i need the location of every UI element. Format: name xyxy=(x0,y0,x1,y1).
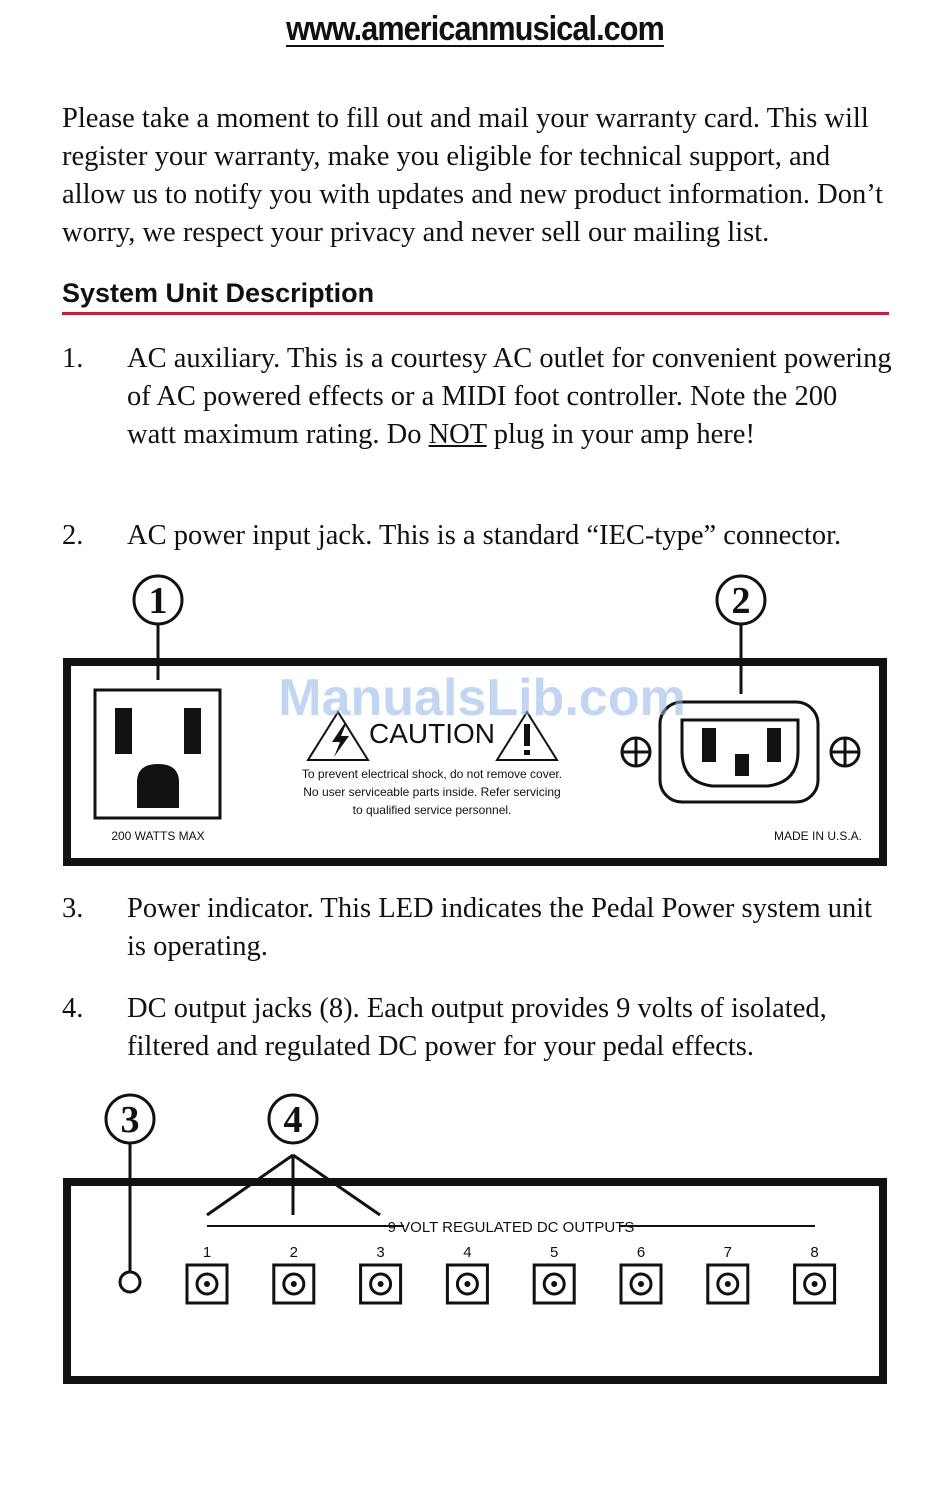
jack-number-label: 4 xyxy=(463,1244,471,1261)
jack-pin xyxy=(724,1281,731,1287)
iec-power-connector-icon xyxy=(658,700,820,804)
caution-title: CAUTION xyxy=(369,718,495,749)
callout-3: 3 xyxy=(104,1093,156,1273)
svg-text:4: 4 xyxy=(284,1099,303,1141)
ac-outlet-icon xyxy=(93,688,222,820)
caution-line-3: to qualified service personnel. xyxy=(353,803,512,817)
jack-number-label: 1 xyxy=(203,1244,211,1261)
jack-ring xyxy=(282,1272,306,1296)
jack-ring xyxy=(803,1272,827,1296)
jack-pin xyxy=(290,1281,297,1287)
item-text-before: AC auxiliary. This is a courtesy AC outl… xyxy=(127,343,892,450)
jack-ring xyxy=(629,1272,653,1296)
jack-number-label: 7 xyxy=(724,1244,732,1261)
item-number: 4. xyxy=(62,993,84,1024)
svg-text:1: 1 xyxy=(149,580,168,622)
item-text: AC auxiliary. This is a courtesy AC outl… xyxy=(127,340,892,454)
item-text-after: plug in your amp here! xyxy=(486,419,755,450)
jack-pin xyxy=(638,1281,644,1287)
list-item-1: 1. AC auxiliary. This is a courtesy AC o… xyxy=(62,340,892,454)
jack-number-label: 2 xyxy=(290,1244,298,1261)
jack-ring xyxy=(369,1272,393,1296)
section-divider xyxy=(62,312,889,315)
caution-line-1: To prevent electrical shock, do not remo… xyxy=(302,767,562,781)
dc-panel-frame xyxy=(63,1178,887,1384)
shock-warning-icon xyxy=(306,710,370,761)
jack-pin xyxy=(811,1281,818,1287)
jack-pin xyxy=(464,1281,471,1287)
jack-number-label: 5 xyxy=(550,1244,558,1261)
list-item-4: 4. DC output jacks (8). Each output prov… xyxy=(62,990,892,1066)
svg-text:2: 2 xyxy=(732,580,751,622)
svg-text:3: 3 xyxy=(121,1099,140,1141)
dc-output-jack-8: 8 xyxy=(793,1244,837,1305)
dc-output-jack-5: 5 xyxy=(532,1244,576,1305)
jack-ring xyxy=(195,1272,219,1296)
mounting-screw-left-icon xyxy=(620,736,652,768)
dc-output-jack-3: 3 xyxy=(359,1244,403,1305)
callout-2: 2 xyxy=(715,574,767,694)
jack-housing xyxy=(532,1263,576,1305)
jack-ring xyxy=(542,1272,566,1296)
callout-4: 4 xyxy=(206,1093,381,1217)
ac-panel-diagram: 1 2 200 WATTS MAX CAUTION xyxy=(0,560,950,880)
rear-panel-frame xyxy=(63,658,887,866)
dc-output-jack-2: 2 xyxy=(272,1244,316,1305)
jack-number-label: 3 xyxy=(376,1244,384,1261)
jack-number-label: 8 xyxy=(810,1244,818,1261)
site-url[interactable]: www.americanmusical.com xyxy=(286,10,665,48)
outputs-label: 9 VOLT REGULATED DC OUTPUTS xyxy=(388,1219,635,1236)
callout-1: 1 xyxy=(132,574,184,680)
intro-paragraph: Please take a moment to fill out and mai… xyxy=(62,103,884,248)
dc-output-jacks: 1 2 3 4 5 6 7 8 xyxy=(185,1244,837,1305)
list-item-3: 3. Power indicator. This LED indicates t… xyxy=(62,890,892,966)
made-in-label: MADE IN U.S.A. xyxy=(774,829,862,843)
item-text: AC power input jack. This is a standard … xyxy=(127,520,842,551)
dc-panel-diagram: 3 4 9 VOLT REGULATED DC OUTPUTS 1 2 3 4 5 6 7 8 xyxy=(0,1085,950,1395)
item-text: DC output jacks (8). Each output provide… xyxy=(127,993,827,1062)
item-number: 1. xyxy=(62,343,84,374)
dc-output-jack-6: 6 xyxy=(619,1244,663,1305)
jack-pin xyxy=(204,1281,210,1287)
watermark-logo: ManualsLib.com xyxy=(278,669,685,727)
jack-number-label: 6 xyxy=(637,1244,645,1261)
item-number: 3. xyxy=(62,893,84,924)
item-number: 2. xyxy=(62,520,84,551)
jack-ring xyxy=(455,1272,479,1296)
jack-ring xyxy=(716,1272,740,1296)
item-text: Power indicator. This LED indicates the … xyxy=(127,893,873,962)
power-led-icon xyxy=(118,1270,142,1294)
jack-housing xyxy=(185,1263,229,1305)
dc-output-jack-7: 7 xyxy=(706,1244,750,1305)
mounting-screw-right-icon xyxy=(829,736,861,768)
outlet-rating-label: 200 WATTS MAX xyxy=(111,829,204,843)
jack-pin xyxy=(551,1281,558,1287)
exclamation-warning-icon xyxy=(495,710,559,761)
item-emphasis: NOT xyxy=(428,419,487,450)
dc-output-jack-1: 1 xyxy=(185,1244,229,1305)
jack-pin xyxy=(377,1281,384,1287)
caution-line-2: No user serviceable parts inside. Refer … xyxy=(303,785,560,799)
dc-output-jack-4: 4 xyxy=(445,1244,489,1305)
section-title: System Unit Description xyxy=(62,278,375,308)
list-item-2: 2. AC power input jack. This is a standa… xyxy=(62,517,892,555)
